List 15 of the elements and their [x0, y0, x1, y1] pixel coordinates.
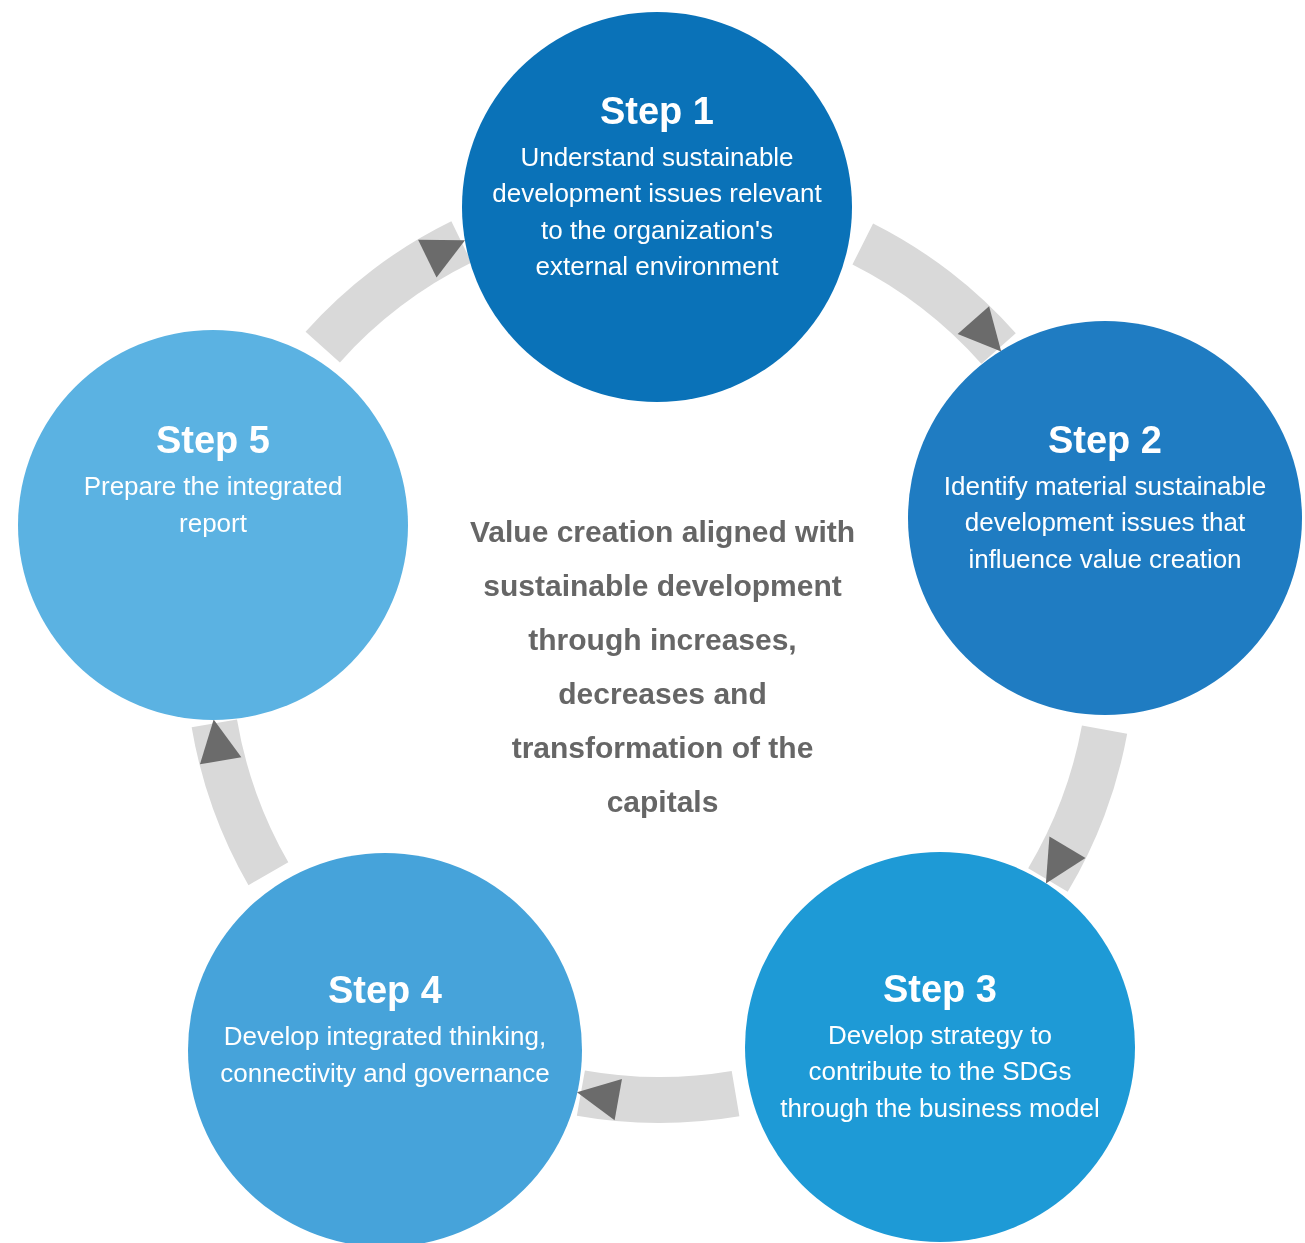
arrow: [1027, 725, 1128, 892]
step-description: Develop integrated thinking, connectivity and governance: [219, 1020, 551, 1090]
step-heading: Step 1: [599, 89, 714, 133]
arrow: [576, 1070, 739, 1123]
arrow: [851, 223, 1016, 365]
step-heading: Step 4: [327, 969, 442, 1013]
step-heading: Step 3: [882, 967, 997, 1011]
step-description: Identify material sustainable development issues that influence value creation: [942, 469, 1268, 576]
step-heading: Step 2: [1047, 418, 1162, 462]
step-description: Understand sustainable development issues relevant to the organization's external environment: [492, 140, 822, 283]
step-heading: Step 5: [155, 419, 270, 463]
arrow: [191, 718, 289, 885]
step-description: Develop strategy to contribute to the SDGs through the business model: [779, 1018, 1101, 1125]
center-statement: Value creation aligned with sustainable development through increases, decreases and transformation of the capitals: [468, 514, 857, 820]
step-description: Prepare the integrated report: [82, 470, 344, 540]
